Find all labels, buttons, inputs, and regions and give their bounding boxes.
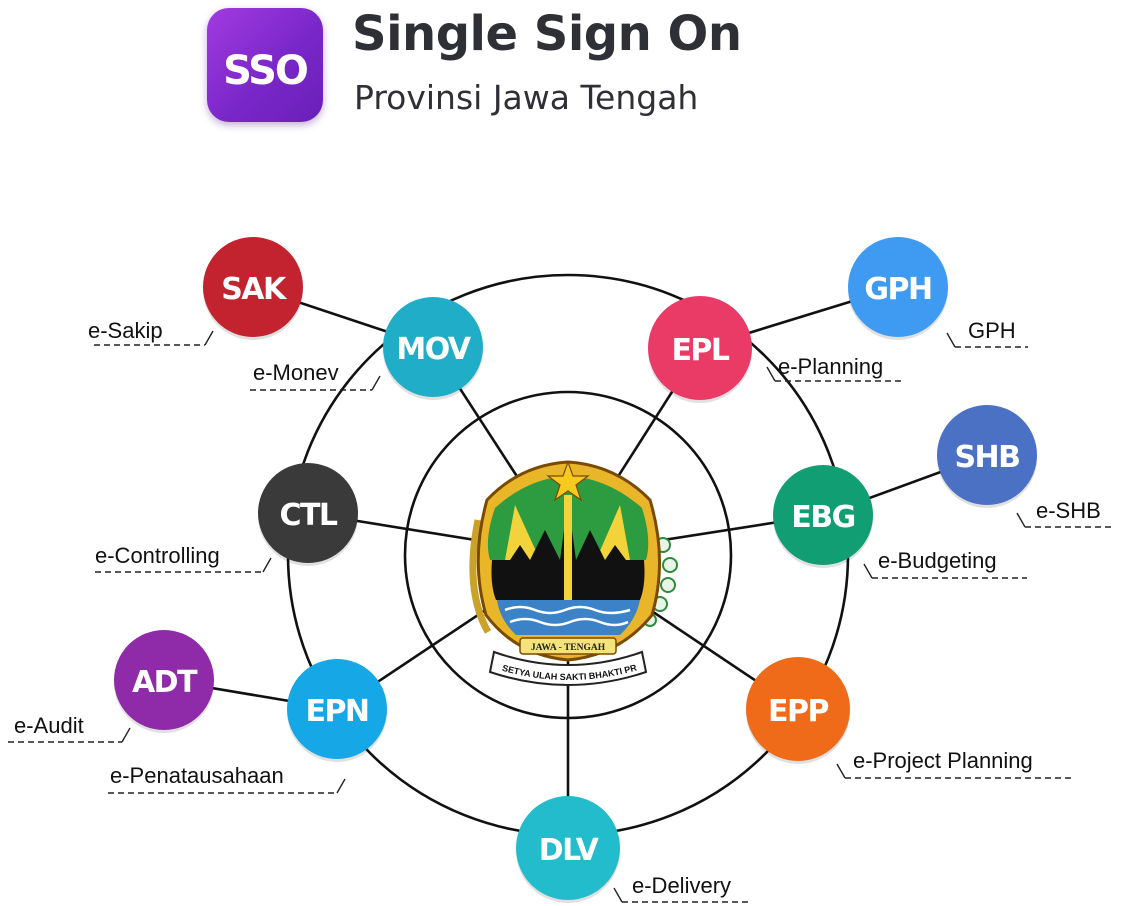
epn-abbr: EPN [305,694,368,729]
adt-label: e-Audit [14,713,84,738]
sso-logo-text: SSO [223,48,309,94]
app-node-gph[interactable]: GPH [848,237,948,340]
emblem-ribbon [488,650,648,686]
epn-circle [287,659,387,759]
shb-circle [937,405,1037,505]
epp-abbr: EPP [768,694,828,729]
sak-label: e-Sakip [88,318,163,343]
ctl-label-tick [262,557,272,573]
adt-circle [114,630,214,730]
emblem-star [546,460,590,502]
app-node-epp[interactable]: EPP [746,657,850,764]
dlv-abbr: DLV [539,833,600,868]
app-node-mov[interactable]: MOV [383,297,483,400]
app-node-epn[interactable]: EPN [287,659,387,762]
ctl-circle [258,463,358,563]
epp-label: e-Project Planning [853,748,1033,773]
mov-circle [383,297,483,397]
sak-label-tick [204,330,214,346]
ctl-abbr: CTL [279,498,337,533]
app-node-adt[interactable]: ADT [114,630,214,733]
dlv-circle [516,796,620,900]
ebg-label: e-Budgeting [878,548,997,573]
sso-logo: SSO [207,8,323,122]
shb-abbr: SHB [954,440,1019,475]
rice-stalk-left [469,519,492,634]
mov-abbr: MOV [396,332,472,367]
mov-label-tick [371,375,381,391]
ctl-label: e-Controlling [95,543,220,568]
adt-abbr: ADT [132,665,198,700]
epp-label-tick [836,763,846,779]
label-leaders [8,330,1113,903]
app-node-ebg[interactable]: EBG [773,465,873,568]
gph-circle [848,237,948,337]
app-node-sak[interactable]: SAK [203,237,303,340]
emblem-banner-text: JAWA - TENGAH [531,643,606,653]
app-node-epl[interactable]: EPL [648,296,752,403]
ebg-circle [773,465,873,565]
app-node-dlv[interactable]: DLV [516,796,620,903]
epl-label-tick [766,366,776,382]
epn-label-tick [336,778,346,794]
ebg-abbr: EBG [791,500,854,535]
gph-label-tick [946,332,956,348]
shb-label-tick [1016,512,1026,528]
mov-label: e-Monev [253,360,339,385]
shb-label: e-SHB [1036,498,1101,523]
page-subtitle: Provinsi Jawa Tengah [354,78,699,117]
sak-circle [203,237,303,337]
epn-label: e-Penatausahaan [110,763,284,788]
gph-label: GPH [968,318,1016,343]
page-title: Single Sign On [352,6,742,62]
emblem-water [497,600,640,635]
app-node-shb[interactable]: SHB [937,405,1037,508]
epl-circle [648,296,752,400]
sak-abbr: SAK [221,272,288,307]
dlv-label-tick [613,887,623,903]
app-node-ctl[interactable]: CTL [258,463,358,566]
adt-label-tick [121,727,131,743]
epl-label: e-Planning [778,354,883,379]
dlv-label: e-Delivery [632,873,731,898]
epp-circle [746,657,850,761]
ebg-label-tick [863,563,873,579]
epl-abbr: EPL [671,333,729,368]
gph-abbr: GPH [864,272,931,307]
